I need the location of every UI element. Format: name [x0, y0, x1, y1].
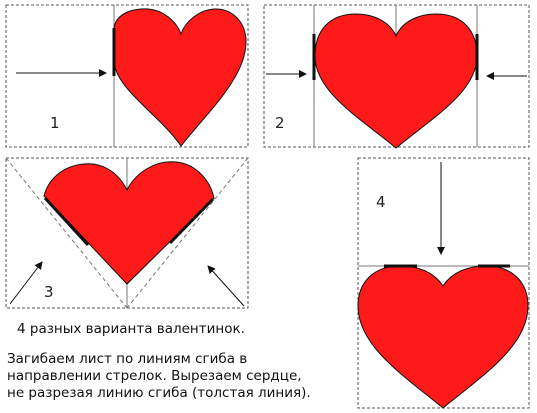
panel-3-fold-arrow-right [207, 265, 245, 307]
caption-title: 4 разных варианта валентинок. [17, 321, 245, 337]
panel-2: 2 [263, 4, 530, 149]
panel-1-sheet [5, 4, 249, 148]
panel-1-heart [113, 8, 247, 147]
caption-line-3: не разрезая линию сгиба (толстая линия). [7, 385, 311, 401]
panel-1: 1 [5, 4, 249, 148]
caption-line-1: Загибаем лист по линиям сгиба в [7, 351, 248, 367]
panel-2-heart [314, 13, 478, 149]
panel-4-heart [357, 265, 529, 409]
panel-2-number: 2 [275, 114, 285, 132]
panel-3-uncut-fold-edge-left [43, 196, 90, 247]
panel-3-fold-arrow-left [9, 261, 43, 305]
panel-3-uncut-fold-edge-right [168, 197, 215, 245]
panel-3: 3 [5, 157, 249, 309]
panel-4: 4 [357, 157, 530, 409]
panel-1-number: 1 [50, 114, 60, 132]
caption-line-2: направлении стрелок. Вырезаем сердце, [7, 368, 302, 384]
panel-4-number: 4 [376, 193, 386, 211]
panel-3-number: 3 [44, 283, 54, 301]
panel-3-heart [43, 161, 215, 285]
